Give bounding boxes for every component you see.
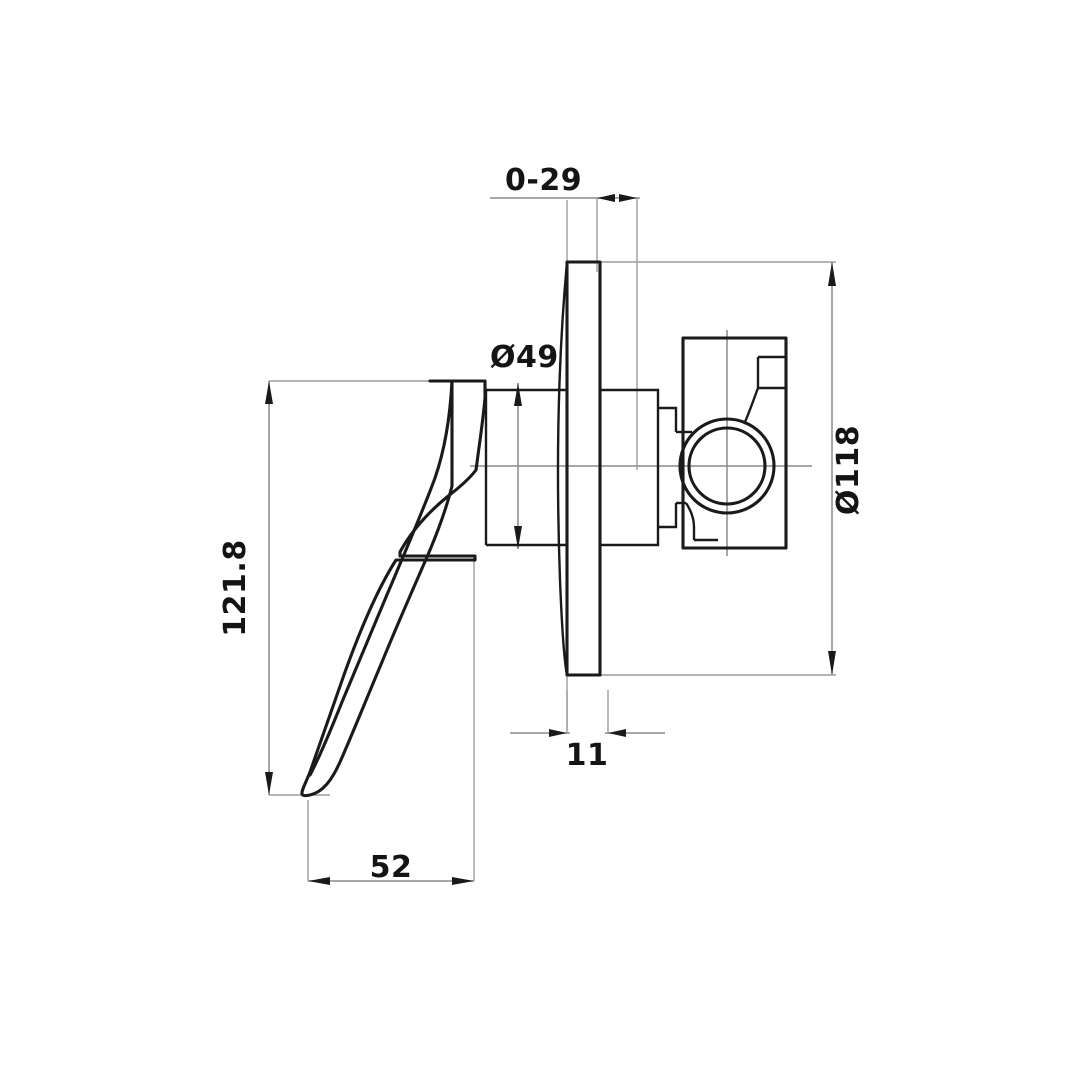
valve-outer-circle <box>678 417 776 515</box>
lever-handle-outline <box>300 379 487 798</box>
dim-121-8-arrow-top <box>265 381 273 404</box>
escutcheon-plate-back-taper <box>556 261 569 676</box>
dim-0-29-arrow-right <box>619 194 637 202</box>
dim-label-d49: Ø49 <box>490 340 559 375</box>
valve-stem-fillet <box>684 502 696 540</box>
dim-label-11: 11 <box>566 738 609 773</box>
dim-d49-arrow-bottom <box>514 526 522 549</box>
valve-stem-collar <box>600 388 660 547</box>
dim-d49-arrow-top <box>514 383 522 406</box>
dimension-network <box>265 194 836 885</box>
dim-label-d118: Ø118 <box>831 425 866 515</box>
valve-stem-step-bottom <box>658 503 678 529</box>
dim-d118-arrow-top <box>828 262 836 286</box>
dim-11-arrow-left <box>549 729 567 737</box>
dimension-labels: 0-29 Ø49 Ø118 121.8 11 52 <box>218 163 866 885</box>
dim-121-8-arrow-bottom <box>265 772 273 795</box>
dim-52-arrow-left <box>308 877 330 885</box>
valve-stem-step-top <box>658 406 678 432</box>
dim-label-0-29: 0-29 <box>505 163 582 198</box>
lever-inner-profile <box>308 379 454 777</box>
dim-label-52: 52 <box>370 850 413 885</box>
dim-label-121-8: 121.8 <box>218 539 253 636</box>
dim-0-29-arrow-left <box>597 194 615 202</box>
dim-d118-arrow-bottom <box>828 651 836 675</box>
dim-52-arrow-right <box>452 877 474 885</box>
spigot-cylinder <box>486 388 569 547</box>
escutcheon-plate <box>565 260 602 677</box>
dim-11-arrow-right <box>608 729 626 737</box>
valve-inner-circle <box>687 426 767 506</box>
valve-body-inner-curve <box>742 387 760 425</box>
product-geometry <box>300 260 788 798</box>
